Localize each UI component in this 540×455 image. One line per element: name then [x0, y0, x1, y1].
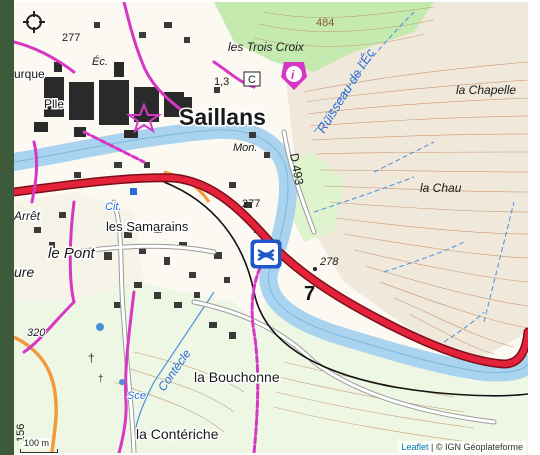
leaflet-link[interactable]: Leaflet: [401, 442, 429, 452]
hiking-trails: [14, 2, 271, 453]
label-cit: Cit.: [105, 201, 122, 213]
label-d493: D 493: [287, 152, 306, 186]
field-marking: 7: [304, 283, 315, 305]
label-arret: Arrêt: [14, 209, 41, 223]
label-ure: ure: [14, 264, 34, 280]
water-source-marker: [96, 323, 104, 331]
c-box-marker: [243, 71, 261, 87]
label-sce: Sce: [127, 390, 146, 402]
contecle-stream: [131, 291, 215, 453]
scale-bar: [20, 449, 58, 453]
label-chapelle: la Chapelle: [456, 83, 516, 97]
label-ec: Éc.: [92, 55, 108, 68]
railway: [163, 181, 528, 397]
label-conteriche: la Contériche: [136, 426, 219, 442]
label-trois-croix: les Trois Croix: [228, 40, 305, 54]
label-samarains: les Samarains: [106, 219, 189, 234]
label-bouchonne: la Bouchonne: [194, 369, 280, 385]
spot-height-278: [313, 267, 317, 271]
info-marker-letter: i: [291, 68, 295, 82]
label-saillans: Saillans: [179, 104, 266, 130]
map-attribution: Leaflet | © IGN Géoplateforme: [398, 441, 526, 453]
kayak-icon: [250, 239, 282, 269]
label-mon: Mon.: [233, 142, 257, 154]
elev-278: 278: [319, 256, 339, 268]
c-box-letter: C: [248, 74, 256, 86]
left-edge-strip: [0, 0, 14, 455]
elev-156: 156: [15, 424, 27, 442]
town-star: [125, 102, 163, 134]
label-urque: urque: [14, 67, 45, 81]
town-saillans: [34, 62, 192, 138]
right-edge-strip: [528, 0, 540, 455]
elev-13: 1,3: [214, 76, 229, 88]
info-marker: [281, 62, 307, 90]
forest-area-top: [214, 2, 434, 72]
label-pont: le Pont: [48, 245, 96, 262]
cross-symbol: †: [88, 351, 95, 365]
contour-lines: [113, 6, 528, 445]
source-marker: [119, 379, 125, 385]
label-plle: Plle: [44, 97, 64, 111]
scale-label: 100 m: [22, 438, 52, 448]
bus-stop-marker: [130, 188, 137, 195]
elev-277-b: 277: [242, 198, 260, 210]
label-chau: la Chau: [420, 181, 462, 195]
locate-crosshair-icon[interactable]: [22, 10, 46, 34]
streams: [313, 11, 515, 343]
elev-320: 320: [27, 327, 46, 339]
elev-277-a: 277: [62, 32, 80, 44]
town-houses: [34, 22, 270, 339]
cross-symbol-2: †: [98, 374, 104, 385]
topographic-map[interactable]: † † i C 7 Saillans les Trois Croix la Ch…: [14, 2, 528, 453]
elev-484: 484: [316, 17, 334, 29]
scrub-area-west: [14, 192, 144, 302]
main-highway-fill: [14, 174, 528, 368]
ign-attribution: | © IGN Géoplateforme: [430, 442, 523, 452]
